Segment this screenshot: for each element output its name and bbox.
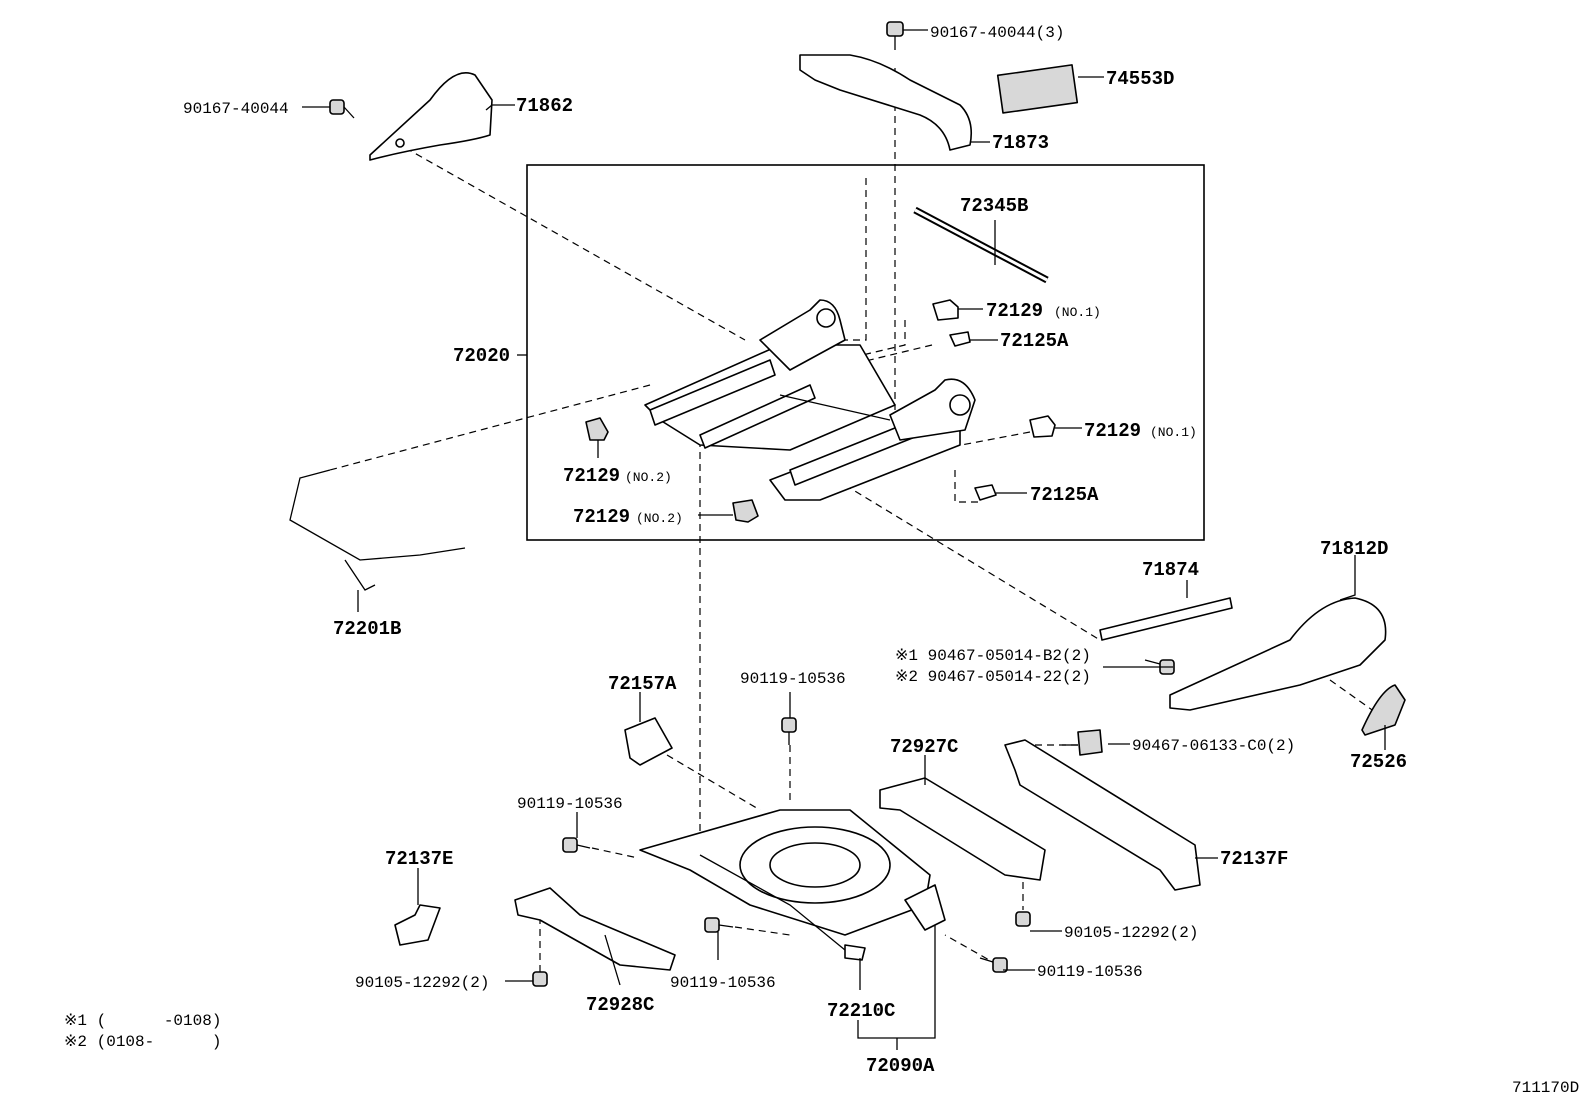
label-74553D: 74553D bbox=[1106, 68, 1174, 90]
label-71862: 71862 bbox=[516, 95, 573, 117]
clip-72125A-b bbox=[974, 484, 997, 501]
label-71874: 71874 bbox=[1142, 559, 1199, 581]
label-90167-40044: 90167-40044 bbox=[183, 100, 289, 118]
base-plate-72090A bbox=[639, 809, 946, 936]
bolt-90105-12292-right bbox=[1015, 911, 1031, 927]
label-72201B: 72201B bbox=[333, 618, 401, 640]
label-90467-05014-22: ※2 90467-05014-22(2) bbox=[895, 668, 1091, 686]
label-72927C: 72927C bbox=[890, 736, 958, 758]
clip-72129-no2-a bbox=[585, 417, 609, 441]
label-72345B: 72345B bbox=[960, 195, 1028, 217]
clip-72129-no1-a bbox=[932, 299, 959, 321]
label-72129-no1-b: 72129 bbox=[1084, 420, 1141, 442]
label-90467-05014-B2: ※1 90467-05014-B2(2) bbox=[895, 647, 1091, 665]
label-72020: 72020 bbox=[453, 345, 510, 367]
label-72129-no1-a: 72129 bbox=[986, 300, 1043, 322]
label-72129-no2-b-suffix: (NO.2) bbox=[636, 511, 683, 526]
label-72125A-b: 72125A bbox=[1030, 484, 1099, 506]
cover-71812D bbox=[1169, 597, 1387, 711]
bracket-72927C bbox=[879, 777, 1046, 881]
label-72129-no1-a-suffix: (NO.1) bbox=[1054, 305, 1101, 320]
bracket-72928C bbox=[514, 887, 676, 971]
label-90119-10536-top: 90119-10536 bbox=[740, 670, 846, 688]
label-72129-no2-b: 72129 bbox=[573, 506, 630, 528]
cable-72210C bbox=[699, 854, 846, 951]
cover-71873 bbox=[799, 54, 973, 151]
bolt-90119-10536-right bbox=[979, 957, 1008, 973]
label-72090A: 72090A bbox=[866, 1055, 935, 1077]
clip-72129-no2-b bbox=[732, 499, 759, 523]
clip-90467-06133 bbox=[1062, 729, 1103, 756]
note-1: ※1 ( -0108) bbox=[64, 1012, 221, 1030]
label-71873: 71873 bbox=[992, 132, 1049, 154]
label-90119-10536-left: 90119-10536 bbox=[517, 795, 623, 813]
label-72129-no2-a-suffix: (NO.2) bbox=[625, 470, 672, 485]
label-71812D: 71812D bbox=[1320, 538, 1388, 560]
label-90105-12292-right: 90105-12292(2) bbox=[1064, 924, 1198, 942]
bolt-90119-10536-top bbox=[781, 717, 797, 745]
knob-72526 bbox=[1361, 684, 1406, 736]
plate-74553D bbox=[996, 64, 1079, 114]
label-90167-40044-3: 90167-40044(3) bbox=[930, 24, 1064, 42]
leader-lines bbox=[302, 29, 1386, 1050]
clip-72125A-a bbox=[949, 331, 971, 347]
note-2: ※2 (0108- ) bbox=[64, 1033, 221, 1051]
wire-72201B bbox=[289, 469, 466, 561]
bolt-90167-40044-top bbox=[886, 21, 904, 50]
label-90119-10536-right: 90119-10536 bbox=[1037, 963, 1143, 981]
bolt-90119-10536-left bbox=[562, 837, 591, 853]
label-90119-10536-mid: 90119-10536 bbox=[670, 974, 776, 992]
label-90105-12292-left: 90105-12292(2) bbox=[355, 974, 489, 992]
label-72526: 72526 bbox=[1350, 751, 1407, 773]
assembly-72020-box bbox=[526, 164, 1205, 541]
label-72125A-a: 72125A bbox=[1000, 330, 1069, 352]
bracket-72157A bbox=[624, 717, 673, 766]
bracket-72137E bbox=[394, 904, 441, 946]
diagram-code: 711170D bbox=[1512, 1079, 1579, 1097]
clip-72129-no1-b bbox=[1029, 415, 1056, 438]
label-72157A: 72157A bbox=[608, 673, 677, 695]
seat-track-72020 bbox=[644, 299, 976, 501]
bolt-90119-10536-mid bbox=[704, 917, 734, 933]
label-72928C: 72928C bbox=[586, 994, 654, 1016]
label-72137E: 72137E bbox=[385, 848, 453, 870]
label-72137F: 72137F bbox=[1220, 848, 1288, 870]
label-72129-no1-b-suffix: (NO.1) bbox=[1150, 425, 1197, 440]
label-72129-no2-a: 72129 bbox=[563, 465, 620, 487]
label-72210C: 72210C bbox=[827, 1000, 895, 1022]
label-90467-06133-C0: 90467-06133-C0(2) bbox=[1132, 737, 1295, 755]
cover-71862 bbox=[369, 72, 493, 161]
bolt-90167-40044-left bbox=[329, 99, 355, 119]
bolt-90105-12292-left bbox=[532, 971, 548, 987]
bar-71874 bbox=[1099, 597, 1233, 641]
rail-72137F bbox=[1004, 739, 1201, 891]
